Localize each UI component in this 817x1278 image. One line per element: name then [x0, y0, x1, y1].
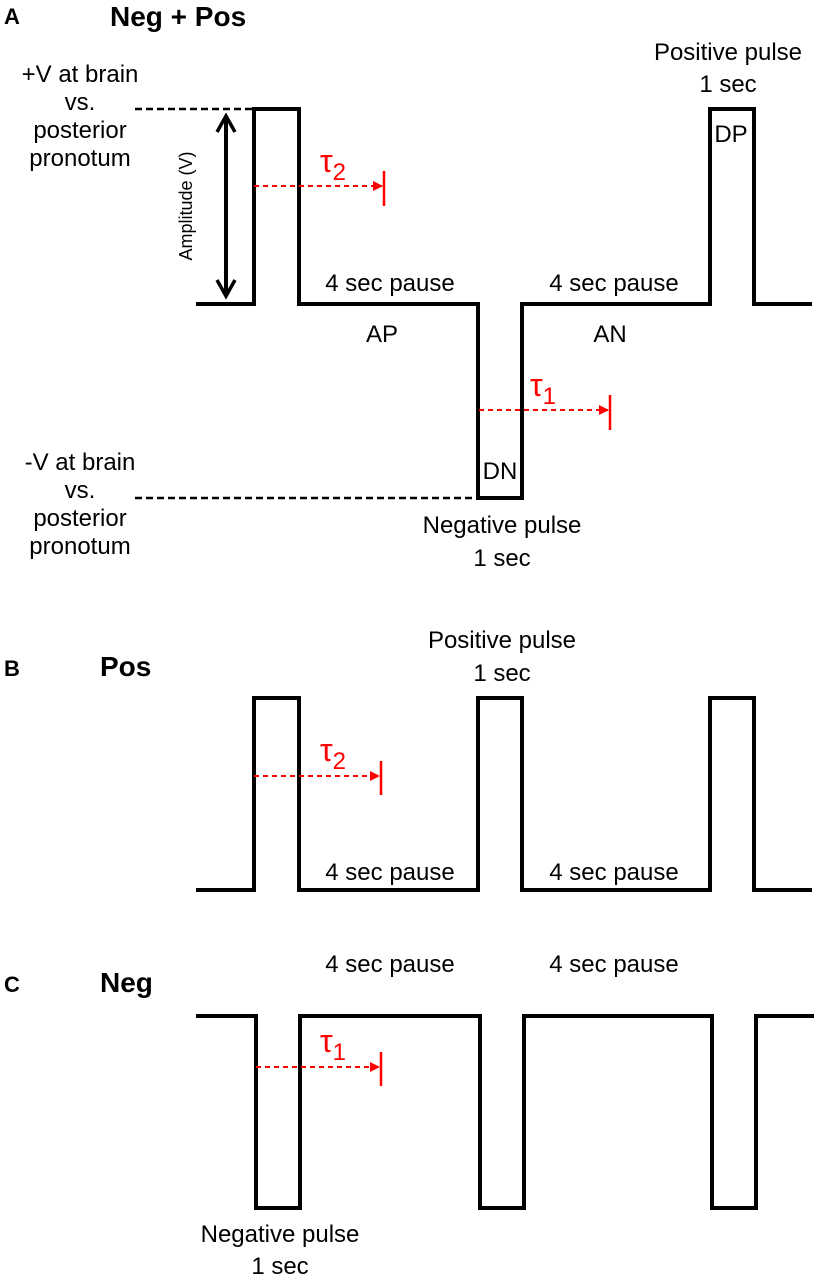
positive-reference-label: +V at brain vs. posterior pronotum	[22, 61, 139, 172]
svg-text:Negative pulse: Negative pulse	[201, 1221, 360, 1248]
svg-text:1 sec: 1 sec	[699, 71, 756, 98]
tau1-marker-c: τ1	[256, 1023, 383, 1086]
pause-label-c1: 4 sec pause	[325, 951, 454, 978]
amplitude-label: Amplitude (V)	[176, 151, 196, 260]
ap-label: AP	[366, 321, 398, 348]
dp-label: DP	[714, 121, 747, 148]
svg-text:1 sec: 1 sec	[473, 545, 530, 572]
tau2-marker: τ2	[254, 143, 386, 206]
tau2-label: τ2	[320, 143, 346, 186]
svg-text:pronotum: pronotum	[29, 145, 130, 172]
tau1-marker: τ1	[479, 367, 612, 430]
an-label: AN	[593, 321, 626, 348]
waveform-neg-pos	[196, 107, 812, 500]
waveform-pos	[196, 696, 812, 892]
tau2-label-b: τ2	[320, 732, 346, 775]
positive-pulse-label-b: Positive pulse 1 sec	[428, 627, 576, 687]
panel-a-title: Neg + Pos	[110, 1, 246, 32]
svg-text:pronotum: pronotum	[29, 533, 130, 560]
svg-text:posterior: posterior	[33, 505, 126, 532]
pause-label-c2: 4 sec pause	[549, 951, 678, 978]
svg-text:1 sec: 1 sec	[473, 660, 530, 687]
tau2-marker-b: τ2	[254, 732, 383, 795]
tau1-label: τ1	[530, 367, 556, 410]
panel-a: A Neg + Pos +V at brain vs. posterior pr…	[4, 1, 812, 572]
negative-pulse-label: Negative pulse 1 sec	[423, 512, 582, 572]
pause-label-ap: 4 sec pause	[325, 270, 454, 297]
svg-text:Negative pulse: Negative pulse	[423, 512, 582, 539]
svg-text:vs.: vs.	[65, 477, 96, 504]
svg-text:vs.: vs.	[65, 89, 96, 116]
panel-b: B Pos Positive pulse 1 sec τ2 4 sec paus…	[4, 627, 812, 892]
svg-text:1 sec: 1 sec	[251, 1253, 308, 1278]
svg-text:Positive pulse: Positive pulse	[428, 627, 576, 654]
svg-text:Positive pulse: Positive pulse	[654, 39, 802, 66]
pause-label-b2: 4 sec pause	[549, 859, 678, 886]
svg-text:-V at brain: -V at brain	[25, 449, 136, 476]
pause-label-an: 4 sec pause	[549, 270, 678, 297]
panel-c-title: Neg	[100, 967, 153, 998]
negative-pulse-label-c: Negative pulse 1 sec	[201, 1221, 360, 1278]
negative-reference-label: -V at brain vs. posterior pronotum	[25, 449, 136, 560]
pause-label-b1: 4 sec pause	[325, 859, 454, 886]
svg-text:posterior: posterior	[33, 117, 126, 144]
positive-pulse-label: Positive pulse 1 sec	[654, 39, 802, 98]
panel-b-letter: B	[4, 656, 20, 681]
panel-c: C Neg τ1 4 sec pause 4 sec pause Negativ…	[4, 951, 814, 1278]
panel-b-title: Pos	[100, 651, 151, 682]
tau1-label-c: τ1	[320, 1023, 346, 1066]
panel-c-letter: C	[4, 972, 20, 997]
panel-a-letter: A	[4, 4, 20, 29]
svg-text:+V at brain: +V at brain	[22, 61, 139, 88]
waveform-neg	[196, 1014, 814, 1210]
dn-label: DN	[483, 458, 518, 485]
